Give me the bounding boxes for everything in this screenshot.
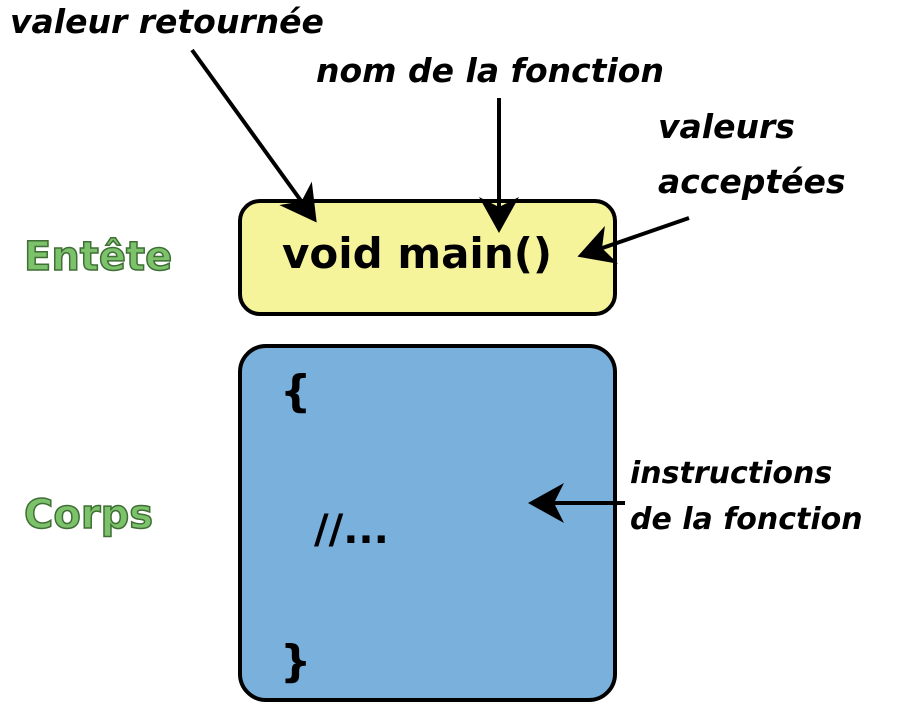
body-box [238,344,617,702]
function-name-annotation: nom de la fonction [316,51,664,90]
accepted-values-annotation-line1: valeurs [658,107,795,146]
body-comment: //... [314,507,389,553]
instructions-annotation-line2: de la fonction [630,502,863,537]
body-section-label: Corps [23,491,154,539]
open-brace: { [280,366,312,417]
return-value-arrow [190,48,317,223]
accepted-values-annotation-line2: acceptées [658,162,846,201]
return-value-annotation: valeur retournée [10,2,324,41]
accepted-values-arrow [577,216,690,264]
header-section-label: Entête [23,233,173,281]
function-signature: void main() [282,229,553,278]
close-brace: } [280,636,312,687]
instructions-annotation-line1: instructions [630,456,833,491]
